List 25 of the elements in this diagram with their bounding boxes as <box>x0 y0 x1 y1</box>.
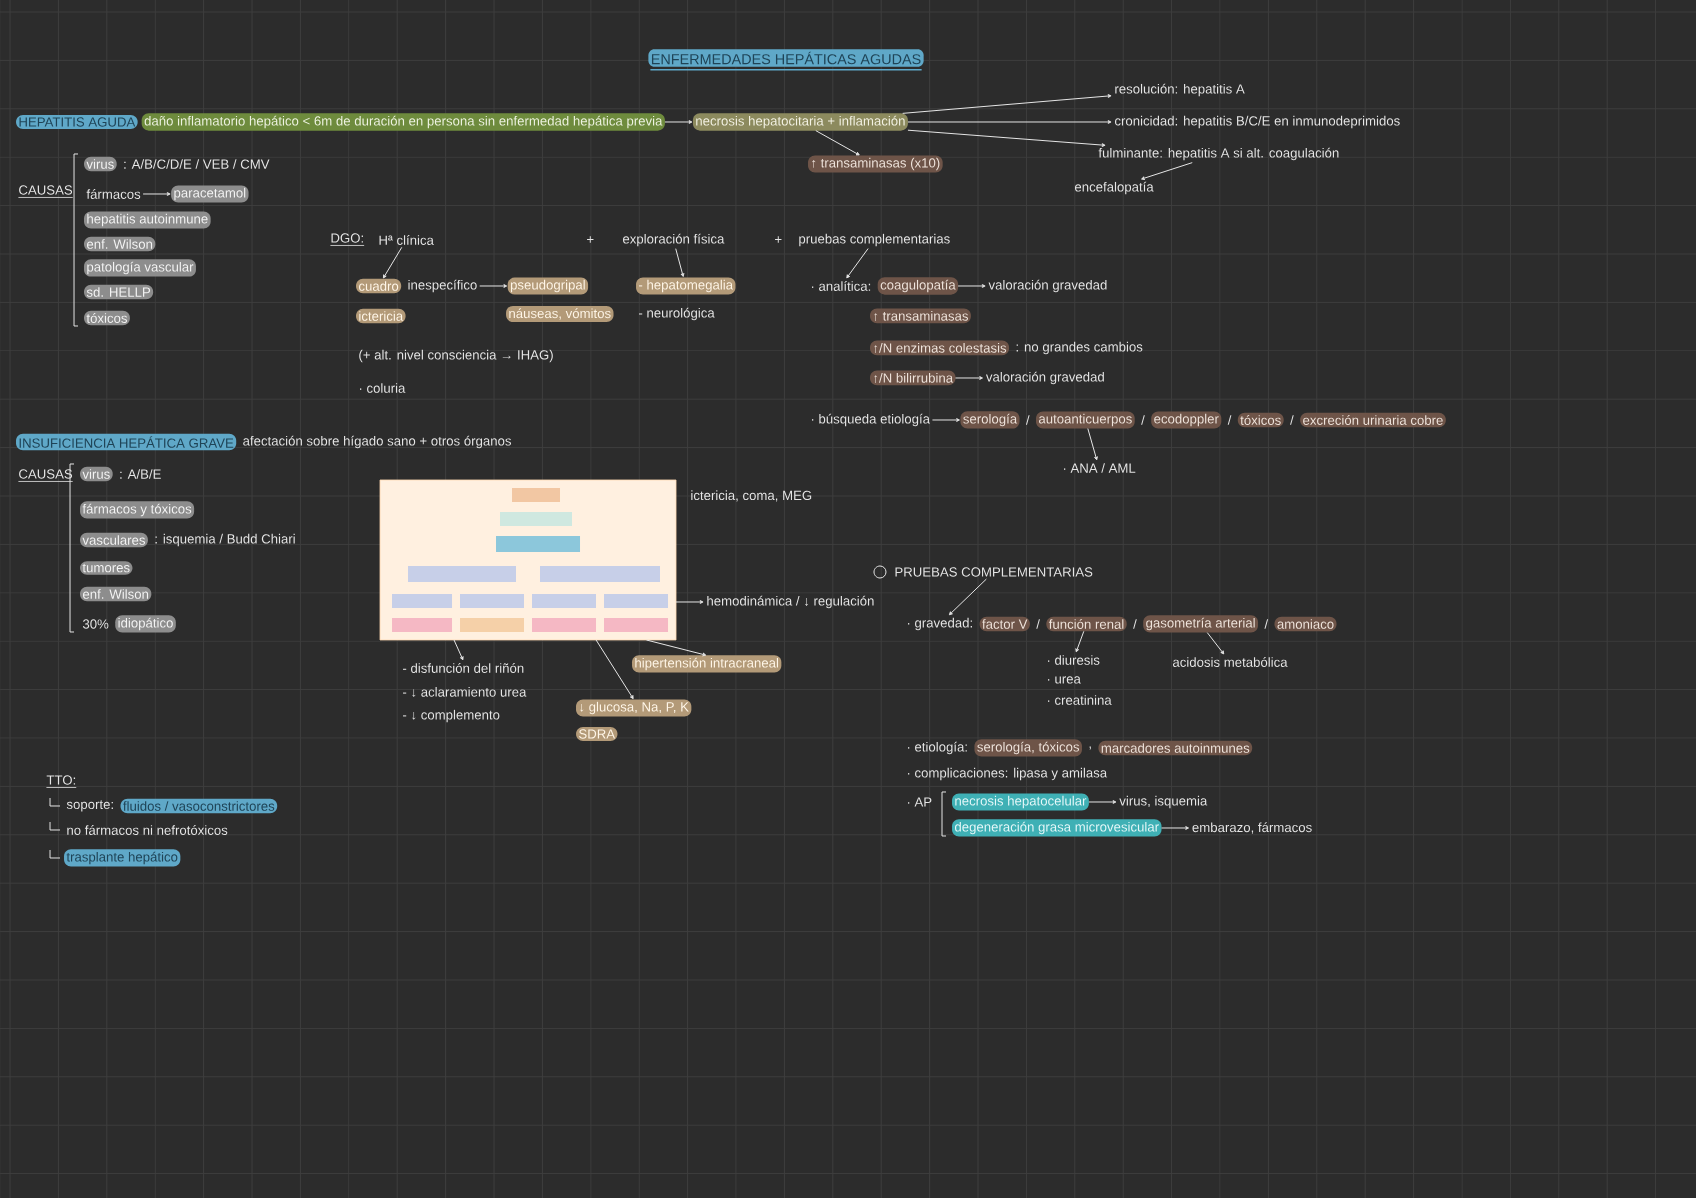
arrow <box>675 600 704 604</box>
arrow <box>675 248 685 277</box>
arrow <box>453 639 464 661</box>
arrow <box>1161 826 1189 830</box>
arrow <box>846 248 869 279</box>
picture <box>379 479 677 641</box>
arrow <box>1075 630 1085 653</box>
arrow <box>383 246 403 279</box>
arrow <box>1088 800 1117 804</box>
arrow <box>907 120 1112 124</box>
arrow <box>957 284 986 288</box>
arrow <box>142 192 171 196</box>
arrow <box>595 639 634 700</box>
arrow <box>955 376 983 380</box>
arrow <box>664 120 693 124</box>
arrow <box>1087 428 1098 461</box>
arrow <box>948 578 987 616</box>
arrow <box>902 94 1112 114</box>
arrow <box>931 418 960 422</box>
arrow <box>1206 632 1225 655</box>
arrow <box>1141 162 1193 180</box>
arrow <box>815 130 860 156</box>
arrow <box>645 639 707 657</box>
arrow <box>907 129 1106 147</box>
arrow <box>479 284 508 288</box>
